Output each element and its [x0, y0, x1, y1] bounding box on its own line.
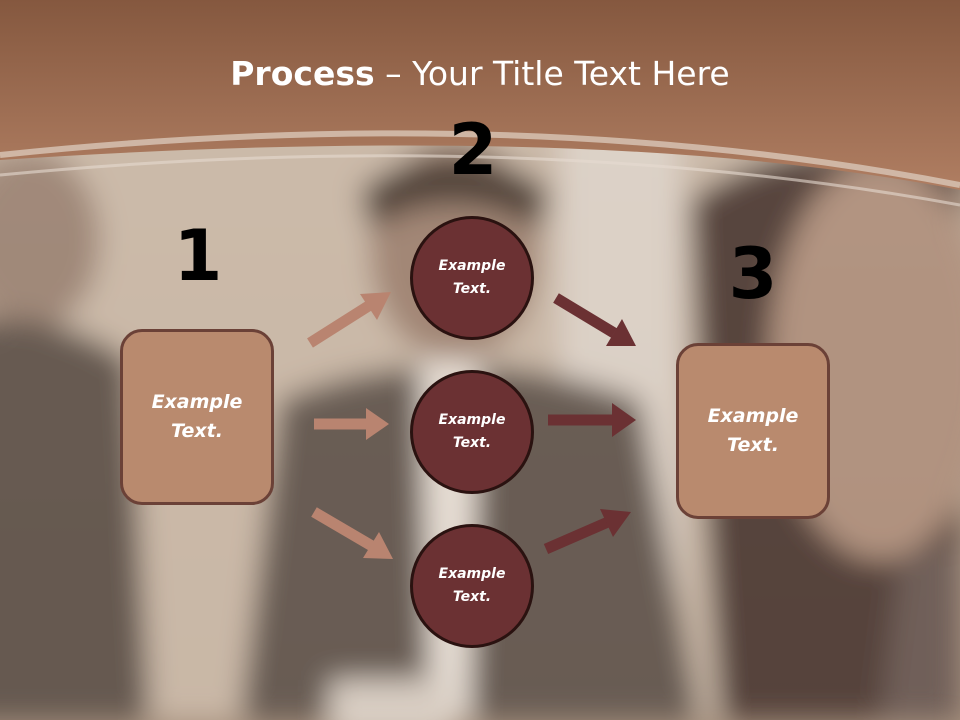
- arrow-top-to-3: [553, 293, 636, 346]
- step-1-box: Example Text.: [120, 329, 274, 505]
- step-2-circle-middle: Example Text.: [410, 370, 534, 494]
- step-number-2: 2: [448, 109, 498, 191]
- title-rest: – Your Title Text Here: [374, 54, 730, 93]
- circle-bottom-text: Example Text.: [438, 566, 506, 605]
- arrow-1-to-middle: [314, 408, 389, 440]
- step-1-text: Example Text.: [151, 391, 243, 442]
- step-number-3: 3: [728, 233, 778, 315]
- step-2-circle-top: Example Text.: [410, 216, 534, 340]
- arrow-1-to-bottom: [311, 507, 393, 559]
- arrow-bottom-to-3: [543, 509, 631, 555]
- slide-title: Process – Your Title Text Here: [0, 52, 960, 96]
- circle-middle-text: Example Text.: [438, 412, 506, 451]
- step-3-text: Example Text.: [707, 405, 799, 456]
- arrow-middle-to-3: [548, 403, 636, 437]
- arrow-1-to-top: [307, 292, 391, 348]
- step-number-1: 1: [173, 215, 223, 297]
- step-3-box: Example Text.: [676, 343, 830, 519]
- title-bold: Process: [230, 54, 375, 93]
- circle-top-text: Example Text.: [438, 258, 506, 297]
- step-2-circle-bottom: Example Text.: [410, 524, 534, 648]
